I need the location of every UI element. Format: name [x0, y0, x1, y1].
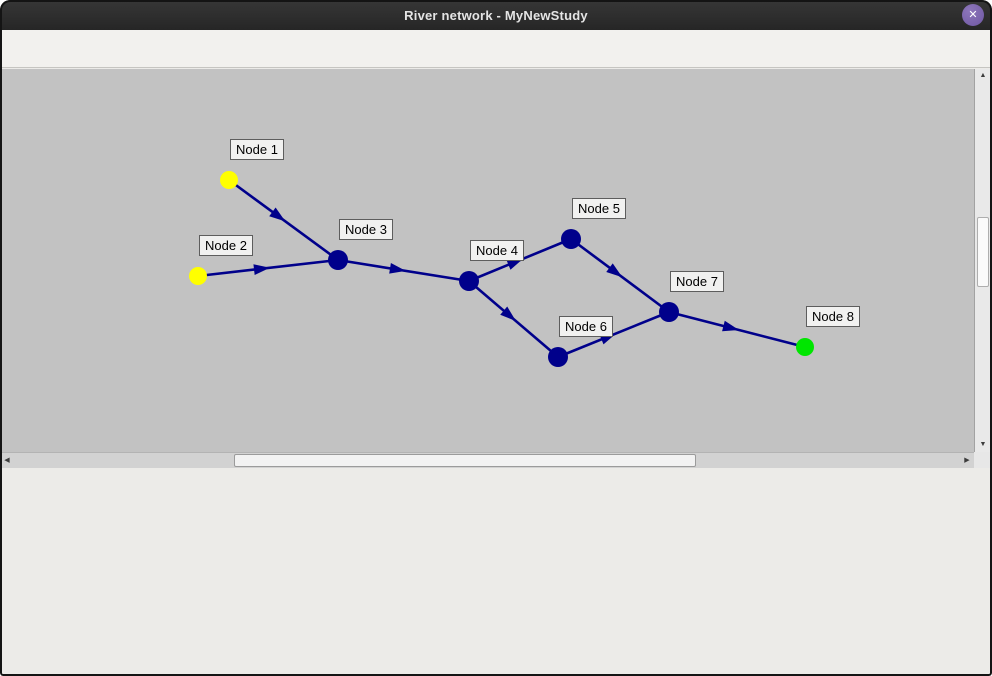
edge-arrow-icon: [722, 320, 739, 332]
edge-arrow-icon: [500, 306, 516, 322]
edge-arrow-icon: [269, 207, 286, 222]
river-node[interactable]: [548, 347, 568, 367]
river-node[interactable]: [189, 267, 207, 285]
river-node[interactable]: [459, 271, 479, 291]
node-label: Node 3: [339, 219, 393, 240]
node-label: Node 6: [559, 316, 613, 337]
edge-arrow-icon: [606, 263, 623, 278]
scroll-down-icon[interactable]: ▼: [979, 441, 987, 448]
edge-arrow-icon: [389, 263, 406, 274]
river-node[interactable]: [659, 302, 679, 322]
river-node[interactable]: [220, 171, 238, 189]
river-network-canvas[interactable]: Node 1 Node 2 Node 3 Node 4 Node 5 Node 6 Node…: [2, 69, 974, 452]
scrollbar-corner: [974, 452, 992, 468]
node-label: Node 8: [806, 306, 860, 327]
scroll-up-icon[interactable]: ▲: [979, 72, 987, 79]
edge-arrow-icon: [506, 258, 524, 270]
window-title: River network - MyNewStudy: [404, 7, 588, 23]
node-label: Node 5: [572, 198, 626, 219]
scroll-left-icon[interactable]: ◀: [4, 457, 10, 464]
horizontal-scrollbar-thumb[interactable]: [234, 454, 696, 467]
canvas-horizontal-scrollbar[interactable]: ◀ ▶: [0, 452, 974, 468]
node-label: Node 1: [230, 139, 284, 160]
river-node[interactable]: [796, 338, 814, 356]
river-node[interactable]: [328, 250, 348, 270]
close-icon: ✕: [968, 9, 978, 21]
close-button[interactable]: ✕: [962, 4, 984, 26]
titlebar[interactable]: River network - MyNewStudy ✕: [0, 0, 992, 30]
edge-arrow-icon: [253, 264, 270, 275]
river-network-svg: [189, 171, 814, 367]
scroll-right-icon[interactable]: ▶: [964, 457, 970, 464]
river-node[interactable]: [561, 229, 581, 249]
node-label: Node 7: [670, 271, 724, 292]
canvas-vertical-scrollbar[interactable]: ▲ ▼: [974, 69, 991, 452]
node-label: Node 4: [470, 240, 524, 261]
node-label: Node 2: [199, 235, 253, 256]
toolbar: [0, 30, 992, 92]
bottom-panel: 1 9 ▲ ▼ 1 9 ▲ ▼ NameNode1Node2 Node: [0, 468, 992, 676]
vertical-scrollbar-thumb[interactable]: [977, 217, 989, 287]
